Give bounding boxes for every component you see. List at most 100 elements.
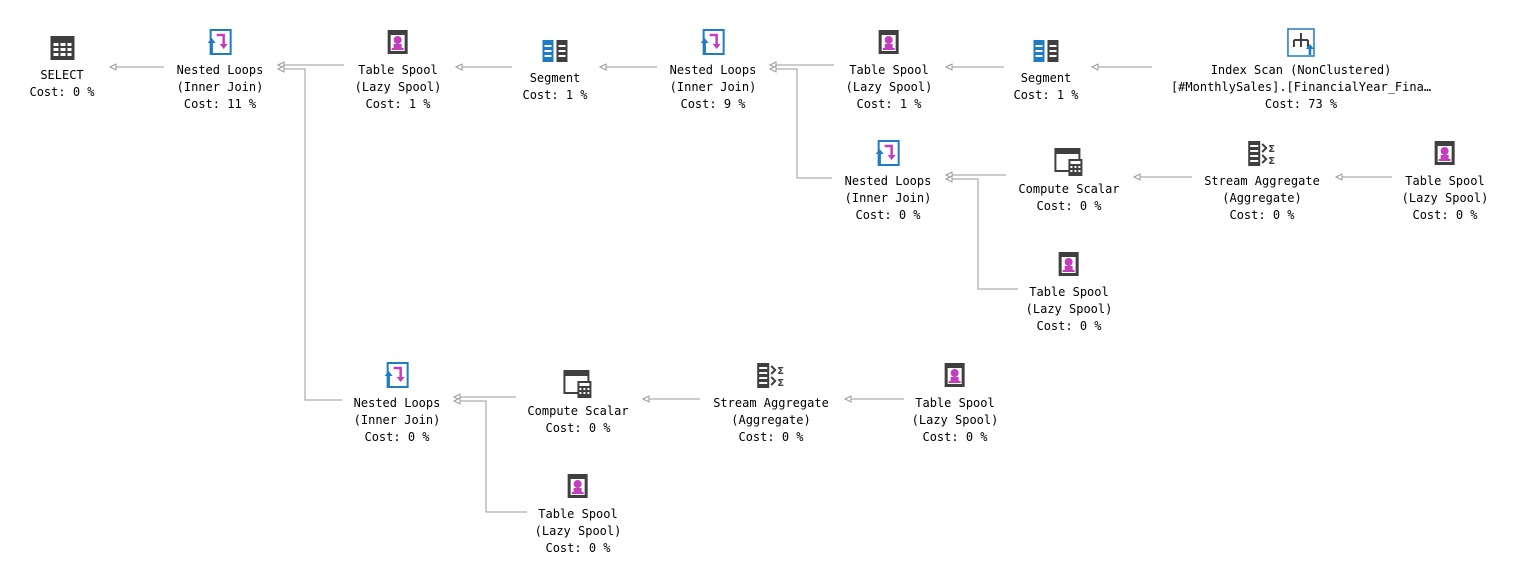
node-label-line: Nested Loops bbox=[176, 63, 264, 77]
table-spool-icon bbox=[561, 471, 595, 503]
nested-loops-icon bbox=[871, 138, 905, 170]
plan-edge-ts5-to-sa2 bbox=[843, 395, 904, 403]
node-label-line: Cost: 1 % bbox=[856, 97, 922, 111]
table-spool-icon bbox=[938, 360, 972, 392]
plan-edge-sa1-to-cs1 bbox=[1132, 173, 1192, 181]
svg-text:Σ: Σ bbox=[777, 378, 784, 389]
node-label-line: (Inner Join) bbox=[353, 413, 441, 427]
table-spool-icon bbox=[1428, 138, 1462, 170]
node-label-line: Stream Aggregate bbox=[1204, 174, 1320, 188]
svg-text:Σ: Σ bbox=[777, 366, 784, 377]
node-label-line: Table Spool bbox=[358, 63, 438, 77]
plan-edge-cs1-to-nl3 bbox=[944, 171, 1006, 179]
stream-aggregate-icon: Σ Σ bbox=[754, 360, 788, 392]
node-label-line: Cost: 0 % bbox=[29, 85, 95, 99]
node-label-line: (Inner Join) bbox=[844, 191, 932, 205]
plan-node-ts4[interactable]: Table Spool (Lazy Spool) Cost: 0 % bbox=[1025, 249, 1113, 335]
node-label-line: Table Spool bbox=[915, 396, 995, 410]
node-label-line: [#MonthlySales].[FinancialYear_Fina… bbox=[1170, 80, 1432, 94]
nested-loops-icon bbox=[203, 27, 237, 59]
node-label-line: (Aggregate) bbox=[1222, 191, 1302, 205]
plan-edge-ts1-to-nl1 bbox=[276, 61, 344, 69]
node-label-line: Nested Loops bbox=[844, 174, 932, 188]
node-label-line: Nested Loops bbox=[669, 63, 757, 77]
node-label-line: Cost: 0 % bbox=[1036, 319, 1102, 333]
node-label-line: Compute Scalar bbox=[1018, 182, 1120, 196]
plan-edge-idx-to-seg2 bbox=[1090, 63, 1152, 71]
plan-edge-ts2-to-nl2 bbox=[768, 61, 834, 69]
nested-loops-icon bbox=[696, 27, 730, 59]
nested-loops-icon bbox=[380, 360, 414, 392]
node-label-line: Cost: 1 % bbox=[1013, 88, 1079, 102]
plan-node-nl3[interactable]: Nested Loops (Inner Join) Cost: 0 % bbox=[844, 138, 932, 224]
node-label-line: (Lazy Spool) bbox=[845, 80, 933, 94]
node-label-line: Table Spool bbox=[1029, 285, 1109, 299]
node-label-line: Cost: 73 % bbox=[1264, 97, 1338, 111]
plan-edge-nl2-to-seg1 bbox=[598, 63, 657, 71]
plan-edge-ts3-to-sa1 bbox=[1334, 173, 1392, 181]
node-label-line: Stream Aggregate bbox=[713, 396, 829, 410]
stream-aggregate-icon: Σ Σ bbox=[1245, 138, 1279, 170]
node-label-line: Segment bbox=[1020, 71, 1072, 85]
node-label-line: Index Scan (NonClustered) bbox=[1210, 63, 1392, 77]
node-label-line: Cost: 0 % bbox=[545, 541, 611, 555]
plan-edge-seg2-to-ts2 bbox=[944, 63, 1004, 71]
node-label-line: (Lazy Spool) bbox=[1401, 191, 1489, 205]
plan-edge-nl3-to-nl2 bbox=[768, 65, 832, 179]
plan-edge-ts6-to-nl4 bbox=[452, 397, 527, 513]
plan-edge-cs2-to-nl4 bbox=[452, 393, 516, 401]
plan-edge-nl1-to-select bbox=[108, 63, 164, 71]
node-label-line: Nested Loops bbox=[353, 396, 441, 410]
node-label-line: Cost: 0 % bbox=[1412, 208, 1478, 222]
node-label-line: Cost: 0 % bbox=[1036, 199, 1102, 213]
node-label-line: Cost: 9 % bbox=[680, 97, 746, 111]
compute-scalar-icon bbox=[561, 368, 595, 400]
node-label-line: Cost: 0 % bbox=[364, 430, 430, 444]
svg-text:Σ: Σ bbox=[1268, 156, 1275, 167]
node-label-line: Cost: 0 % bbox=[1229, 208, 1295, 222]
node-label-line: (Lazy Spool) bbox=[1025, 302, 1113, 316]
node-label-line: (Inner Join) bbox=[669, 80, 757, 94]
plan-node-nl4[interactable]: Nested Loops (Inner Join) Cost: 0 % bbox=[353, 360, 441, 446]
node-label-line: Cost: 0 % bbox=[922, 430, 988, 444]
plan-edge-ts4-to-nl3 bbox=[944, 175, 1018, 290]
segment-icon bbox=[1029, 35, 1063, 67]
table-spool-icon bbox=[381, 27, 415, 59]
plan-node-sa1[interactable]: Σ Σ Stream Aggregate (Aggregate) Cost: 0 % bbox=[1204, 138, 1320, 224]
node-label-line: Cost: 0 % bbox=[545, 421, 611, 435]
node-label-line: Table Spool bbox=[538, 507, 618, 521]
plan-node-ts2[interactable]: Table Spool (Lazy Spool) Cost: 1 % bbox=[845, 27, 933, 113]
node-label-line: (Aggregate) bbox=[731, 413, 811, 427]
plan-node-nl1[interactable]: Nested Loops (Inner Join) Cost: 11 % bbox=[176, 27, 264, 113]
plan-node-ts6[interactable]: Table Spool (Lazy Spool) Cost: 0 % bbox=[534, 471, 622, 557]
node-label-line: Cost: 11 % bbox=[183, 97, 257, 111]
node-label-line: (Lazy Spool) bbox=[534, 524, 622, 538]
plan-node-ts3[interactable]: Table Spool (Lazy Spool) Cost: 0 % bbox=[1401, 138, 1489, 224]
node-label-line: Cost: 0 % bbox=[855, 208, 921, 222]
segment-icon bbox=[538, 35, 572, 67]
compute-scalar-icon bbox=[1052, 146, 1086, 178]
table-spool-icon bbox=[1052, 249, 1086, 281]
node-label-line: Cost: 1 % bbox=[522, 88, 588, 102]
node-label-line: Table Spool bbox=[1405, 174, 1485, 188]
node-label-line: (Inner Join) bbox=[176, 80, 264, 94]
svg-text:Σ: Σ bbox=[1268, 144, 1275, 155]
node-label-line: Cost: 0 % bbox=[738, 430, 804, 444]
node-label-line: (Lazy Spool) bbox=[911, 413, 999, 427]
plan-node-ts5[interactable]: Table Spool (Lazy Spool) Cost: 0 % bbox=[911, 360, 999, 446]
plan-edge-sa2-to-cs2 bbox=[641, 395, 700, 403]
index-scan-icon bbox=[1284, 27, 1318, 59]
plan-edge-seg1-to-ts1 bbox=[454, 63, 512, 71]
table-spool-icon bbox=[872, 27, 906, 59]
plan-node-nl2[interactable]: Nested Loops (Inner Join) Cost: 9 % bbox=[669, 27, 757, 113]
plan-node-ts1[interactable]: Table Spool(Lazy Spool)Cost: 1 % bbox=[354, 27, 442, 113]
plan-node-idx[interactable]: Index Scan (NonClustered) [#MonthlySales]… bbox=[1171, 27, 1431, 113]
plan-node-sa2[interactable]: Σ Σ Stream Aggregate (Aggregate) Cost: 0 % bbox=[713, 360, 829, 446]
node-label-line: Table Spool bbox=[849, 63, 929, 77]
node-label-line: (Lazy Spool) bbox=[354, 80, 442, 94]
